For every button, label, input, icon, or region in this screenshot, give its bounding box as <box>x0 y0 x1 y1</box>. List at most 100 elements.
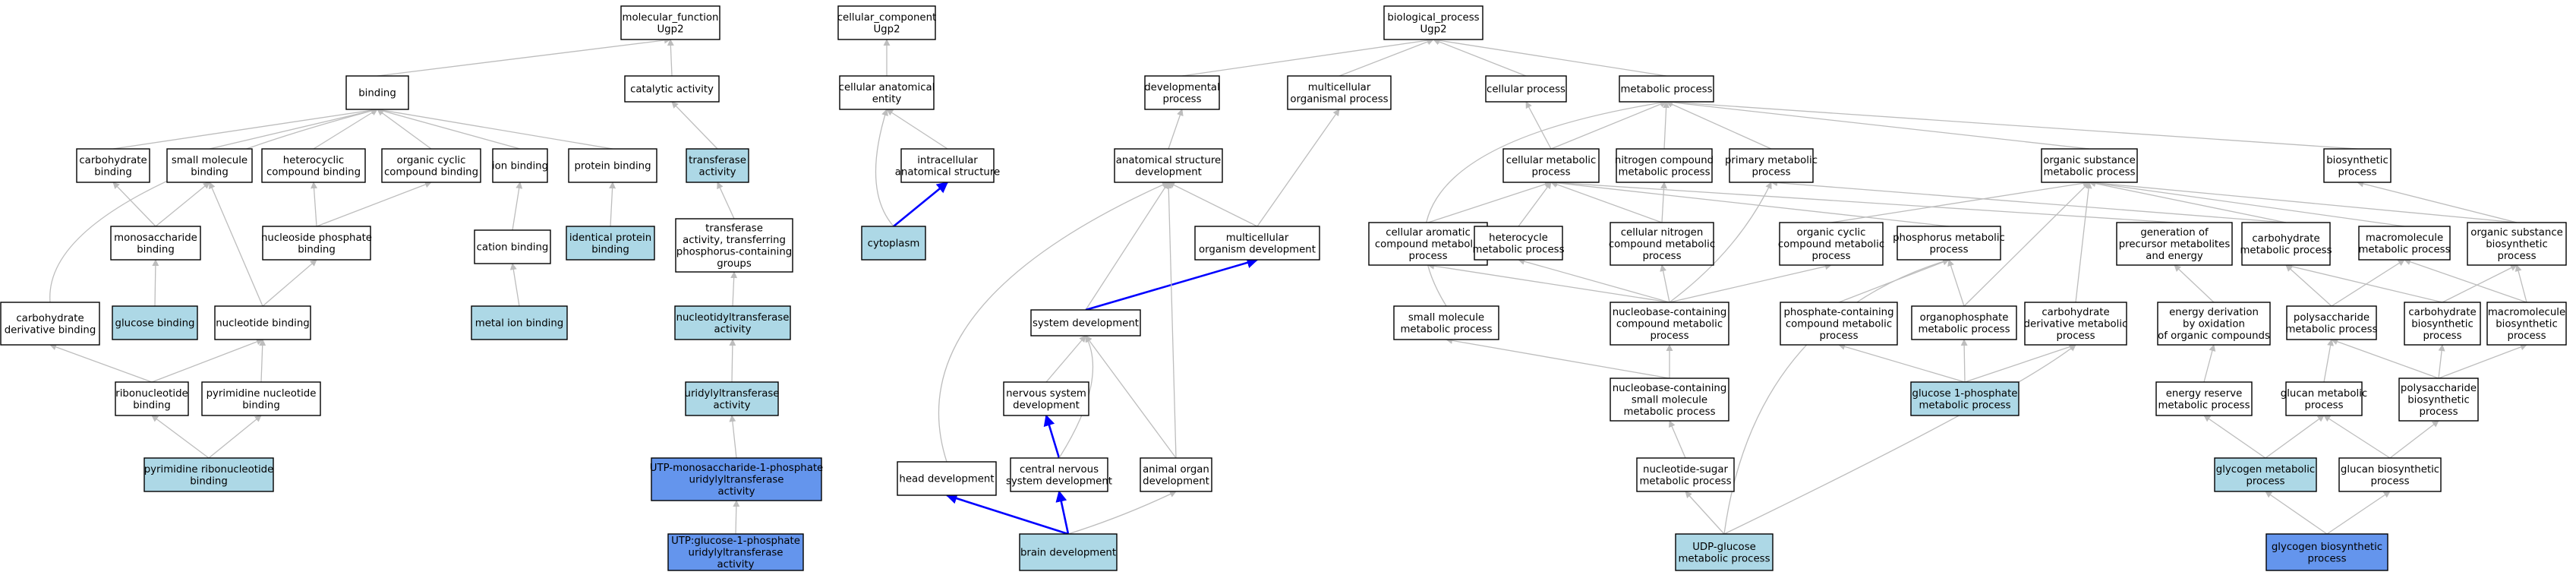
node-mib[interactable]: metal ion binding <box>471 305 568 340</box>
node-label-line: binding <box>298 244 336 255</box>
edge-cyto-to-cae <box>875 109 894 227</box>
node-label-line: Ugp2 <box>873 24 900 35</box>
edge-asd-to-dev <box>1168 109 1184 150</box>
node-metab[interactable]: metabolic process <box>1619 75 1714 103</box>
node-label-line: pyrimidine nucleotide <box>207 388 317 400</box>
edge-glcb-to-monob <box>152 259 159 307</box>
node-bind[interactable]: binding <box>345 75 409 110</box>
node-label-line: multicellular <box>1226 232 1289 244</box>
node-protb[interactable]: protein binding <box>568 148 657 183</box>
edge-cnsd-to-sysd <box>1058 335 1094 459</box>
node-glcb[interactable]: glucose binding <box>112 305 198 340</box>
node-cat[interactable]: catalytic activity <box>624 75 720 103</box>
node-box <box>1779 222 1884 266</box>
node-label-line: brain development <box>1020 548 1116 559</box>
node-ionb[interactable]: ion binding <box>492 148 548 183</box>
node-box <box>1368 222 1488 266</box>
edge-ncmp-to-metab <box>1663 101 1670 150</box>
node-nucb[interactable]: nucleotide binding <box>214 305 311 340</box>
node-hd[interactable]: head development <box>897 461 997 496</box>
node-sysd[interactable]: system development <box>1030 309 1141 336</box>
node-label-line: activity <box>717 486 755 498</box>
node-label-line: development <box>1013 400 1080 411</box>
edge-rnb-to-cdb <box>49 343 153 383</box>
node-catb[interactable]: cation binding <box>474 229 551 264</box>
node-cellp[interactable]: cellular process <box>1485 75 1567 103</box>
node-utpg[interactable]: UTP:glucose-1-phosphateuridylyltransfera… <box>667 533 804 571</box>
node-box <box>492 148 548 183</box>
node-cyto[interactable]: cytoplasm <box>861 226 926 261</box>
edge-bind-to-mf <box>377 36 671 77</box>
edge-nucb-to-smb <box>209 182 263 307</box>
edge-cellp-to-bp <box>1433 38 1527 77</box>
node-box <box>166 148 253 183</box>
node-utpm[interactable]: UTP-monosaccharide-1-phosphateuridylyltr… <box>650 457 823 501</box>
edge-psmp-to-chmp <box>2285 264 2332 307</box>
node-box <box>1144 75 1220 110</box>
node-brain[interactable]: brain development <box>1019 533 1118 571</box>
node-label-line: cytoplasm <box>868 239 920 250</box>
